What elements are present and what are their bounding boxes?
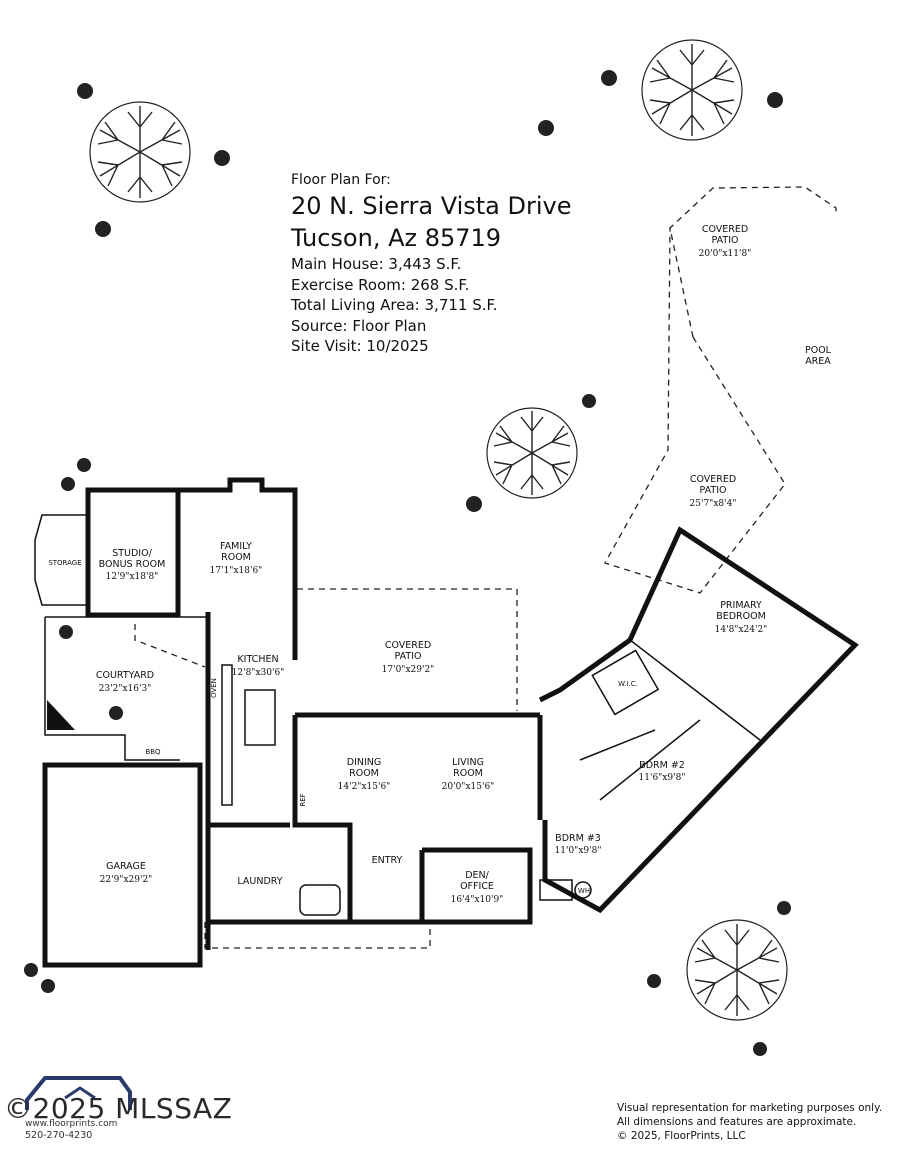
floorprints-logo-icon [25, 1076, 132, 1110]
patio-top-label-2: PATIO [712, 235, 739, 246]
courtyard-label: COURTYARD [96, 670, 154, 681]
primary-dim: 14'8"x24'2" [715, 625, 768, 635]
main-house-area: Main House: 3,443 S.F. [291, 255, 462, 273]
copyright-line: © 2025, FloorPrints, LLC [617, 1130, 746, 1142]
exercise-room-area: Exercise Room: 268 S.F. [291, 275, 470, 294]
entry-label: ENTRY [372, 855, 403, 866]
kitchen-island [244, 689, 276, 746]
plan-source: Source: Floor Plan [291, 316, 427, 335]
courtyard-path [134, 624, 206, 668]
patio-top-dim: 20'0"x11'8" [699, 249, 752, 259]
address-street: 20 N. Sierra Vista Drive [291, 192, 572, 220]
living-dim: 20'0"x15'6" [442, 782, 495, 792]
fireplace [47, 700, 75, 730]
dining-dim: 14'2"x15'6" [338, 782, 391, 792]
tree-icon [89, 101, 191, 203]
living-label: LIVING [452, 757, 484, 768]
covered-patio-label: COVERED [385, 640, 431, 651]
tree-icon [686, 919, 788, 1021]
address-city: Tucson, Az 85719 [291, 224, 502, 252]
disclaimer-block: Visual representation for marketing purp… [617, 1101, 882, 1143]
bdrm3-label: BDRM #3 [555, 833, 601, 844]
studio-label: STUDIO/ [112, 548, 152, 559]
floorprints-logo: www.floorprints.com 520-270-4230 [25, 1070, 135, 1150]
family-label: FAMILY [220, 541, 252, 552]
front-porch-outline [204, 922, 431, 949]
dining-label-2: ROOM [349, 768, 379, 779]
disclaimer-line-1: Visual representation for marketing purp… [617, 1102, 883, 1114]
pool-label: POOL [805, 345, 832, 356]
kitchen-dim: 12'8"x30'6" [232, 668, 285, 678]
bdrm2-dim: 11'6"x9'8" [639, 773, 686, 783]
mechanical-closet [539, 879, 573, 901]
water-heater [574, 881, 592, 899]
patio-right-label-2: PATIO [700, 485, 727, 496]
covered-patio-label-2: PATIO [395, 651, 422, 662]
patio-right-dim: 25'7"x8'4" [690, 499, 737, 509]
mls-watermark: ©2025 MLSSAZ [4, 1092, 233, 1125]
studio-label-2: BONUS ROOM [99, 559, 166, 570]
oven-label: OVEN [210, 678, 218, 698]
water-heater-label: WH [578, 887, 590, 895]
primary-label-2: BEDROOM [716, 611, 766, 622]
den-dim: 16'4"x10'9" [451, 895, 504, 905]
total-living-area: Total Living Area: 3,711 S.F. [291, 296, 498, 314]
garage-label: GARAGE [106, 861, 146, 872]
courtyard-dim: 23'2"x16'3" [99, 684, 152, 694]
family-dim: 17'1"x18'6" [210, 566, 263, 576]
bdrm2-label: BDRM #2 [639, 760, 685, 771]
logo-phone: 520-270-4230 [25, 1130, 93, 1141]
laundry-label: LAUNDRY [237, 876, 282, 887]
living-label-2: ROOM [453, 768, 483, 779]
header-label: Floor Plan For: [291, 172, 391, 188]
family-label-2: ROOM [221, 552, 251, 563]
wic-label: W.I.C. [618, 680, 638, 688]
storage-label: STORAGE [48, 559, 81, 567]
kitchen-counter [221, 664, 233, 806]
covered-patio-right-outline [604, 227, 786, 594]
walk-in-closet [591, 649, 660, 716]
patio-right-label: COVERED [690, 474, 736, 485]
bdrm3-dim: 11'0"x9'8" [555, 846, 602, 856]
pool-label-2: AREA [805, 356, 831, 367]
patio-top-label: COVERED [702, 224, 748, 235]
disclaimer-line-2: All dimensions and features are approxim… [617, 1116, 857, 1128]
den-label: DEN/ [465, 870, 489, 881]
dining-label: DINING [347, 757, 382, 768]
covered-patio-dim: 17'0"x29'2" [382, 665, 435, 675]
primary-label: PRIMARY [720, 600, 762, 611]
site-visit-date: Site Visit: 10/2025 [291, 337, 429, 355]
logo-url: www.floorprints.com [25, 1119, 118, 1129]
bbq-label: BBQ [145, 748, 161, 756]
exterior-walls [42, 477, 859, 968]
bathtub [299, 884, 341, 916]
studio-dim: 12'9"x18'8" [106, 572, 159, 582]
shrub-icon [24, 70, 791, 1056]
garage-dim: 22'9"x29'2" [100, 875, 153, 885]
plan-header: Floor Plan For: 20 N. Sierra Vista Drive… [291, 170, 572, 357]
tree-icon [641, 39, 743, 141]
storage-walls [34, 514, 88, 606]
tree-icon [486, 407, 578, 499]
ref-label: REF [299, 793, 307, 806]
covered-patio-center-outline [297, 588, 518, 711]
kitchen-label: KITCHEN [237, 654, 278, 665]
covered-patio-top-outline [669, 186, 837, 338]
den-label-2: OFFICE [460, 881, 494, 892]
